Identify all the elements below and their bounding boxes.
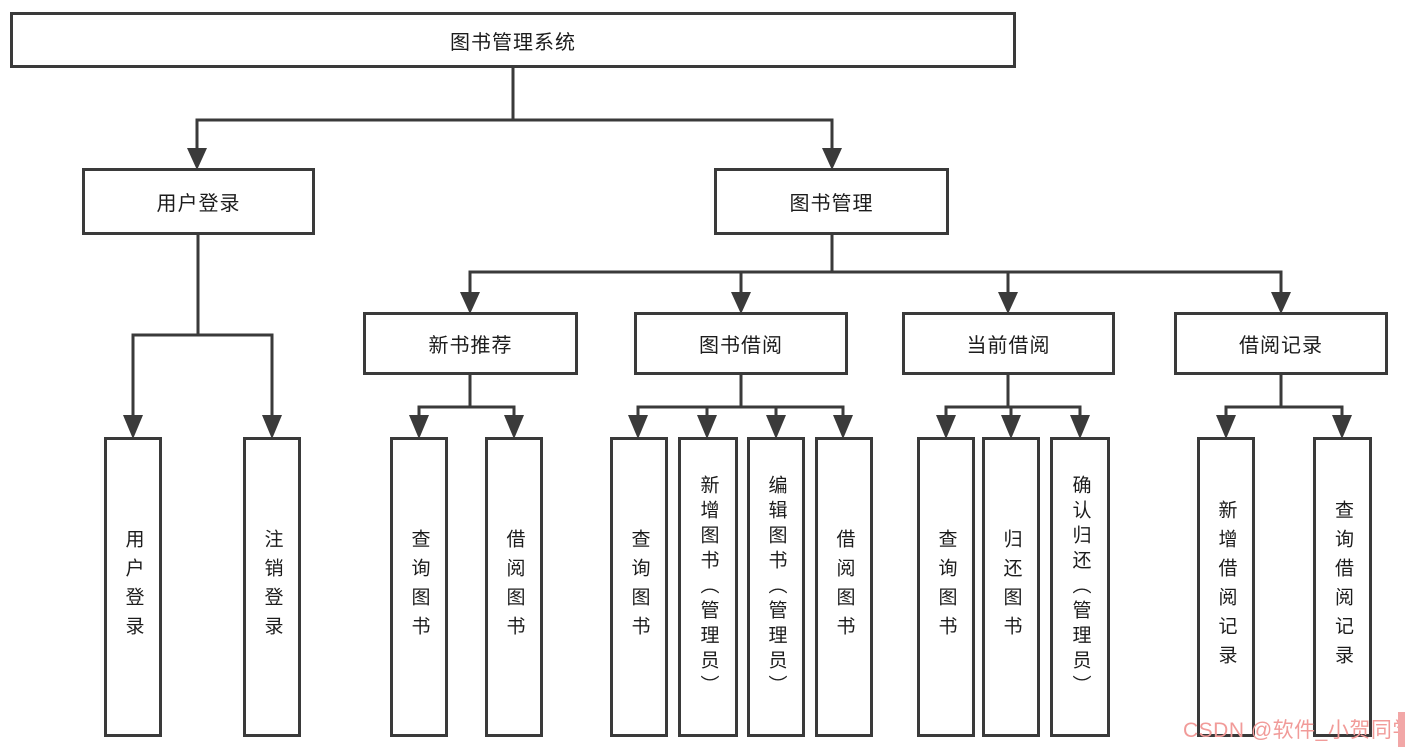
node-leaf-cb-query-books-label: 查询图书 — [935, 529, 957, 645]
watermark-strip — [1398, 712, 1405, 747]
node-leaf-rec-borrow-books-label: 借阅图书 — [503, 529, 525, 645]
connector-user-login-to-leaves — [123, 233, 282, 439]
node-book-mgmt-label: 图书管理 — [789, 193, 874, 215]
node-current-borrow-label: 当前借阅 — [966, 335, 1051, 357]
connector-root-to-level2 — [187, 66, 842, 170]
node-leaf-user-login: 用户登录 — [104, 437, 162, 737]
node-book-mgmt: 图书管理 — [714, 168, 949, 235]
node-leaf-rec-query-books: 查询图书 — [390, 437, 448, 737]
node-new-book-rec: 新书推荐 — [363, 312, 578, 375]
node-user-login-label: 用户登录 — [156, 193, 241, 215]
node-root-label: 图书管理系统 — [450, 31, 576, 54]
node-leaf-bb-borrow-books: 借阅图书 — [815, 437, 873, 737]
node-leaf-bb-edit-books-label: 编辑图书（管理员） — [765, 474, 787, 700]
watermark-text: CSDN @软件_小贺同学 — [1183, 719, 1405, 742]
node-leaf-cb-query-books: 查询图书 — [917, 437, 975, 737]
connector-current-borrow-to-leaves — [936, 373, 1090, 439]
node-leaf-cb-return-books-label: 归还图书 — [1000, 529, 1022, 645]
node-leaf-logout: 注销登录 — [243, 437, 301, 737]
node-leaf-bb-edit-books: 编辑图书（管理员） — [747, 437, 805, 737]
node-leaf-bb-add-books-label: 新增图书（管理员） — [697, 474, 719, 700]
node-leaf-cb-confirm-return-label: 确认归还（管理员） — [1069, 474, 1091, 700]
node-leaf-logout-label: 注销登录 — [261, 529, 283, 645]
node-leaf-bb-query-books-label: 查询图书 — [628, 529, 650, 645]
connector-borrow-records-to-leaves — [1216, 373, 1352, 439]
connector-book-mgmt-to-level3 — [460, 233, 1291, 314]
node-user-login: 用户登录 — [82, 168, 315, 235]
node-leaf-rec-borrow-books: 借阅图书 — [485, 437, 543, 737]
node-leaf-cb-confirm-return: 确认归还（管理员） — [1050, 437, 1110, 737]
node-leaf-br-query-record: 查询借阅记录 — [1313, 437, 1372, 737]
node-borrow-records-label: 借阅记录 — [1239, 335, 1323, 357]
node-leaf-br-query-record-label: 查询借阅记录 — [1332, 500, 1353, 674]
node-current-borrow: 当前借阅 — [902, 312, 1115, 375]
node-leaf-bb-add-books: 新增图书（管理员） — [678, 437, 738, 737]
node-new-book-rec-label: 新书推荐 — [428, 335, 513, 357]
node-borrow-records: 借阅记录 — [1174, 312, 1388, 375]
node-root: 图书管理系统 — [10, 12, 1016, 68]
connector-book-borrow-to-leaves — [628, 373, 853, 439]
node-book-borrow-label: 图书借阅 — [699, 335, 783, 357]
node-leaf-bb-query-books: 查询图书 — [610, 437, 668, 737]
node-leaf-user-login-label: 用户登录 — [122, 529, 144, 645]
node-leaf-rec-query-books-label: 查询图书 — [408, 529, 430, 645]
node-leaf-bb-borrow-books-label: 借阅图书 — [833, 529, 855, 645]
node-book-borrow: 图书借阅 — [634, 312, 848, 375]
node-leaf-br-add-record-label: 新增借阅记录 — [1215, 500, 1237, 674]
node-leaf-br-add-record: 新增借阅记录 — [1197, 437, 1255, 737]
connector-new-book-rec-to-leaves — [409, 373, 524, 439]
node-leaf-cb-return-books: 归还图书 — [982, 437, 1040, 737]
